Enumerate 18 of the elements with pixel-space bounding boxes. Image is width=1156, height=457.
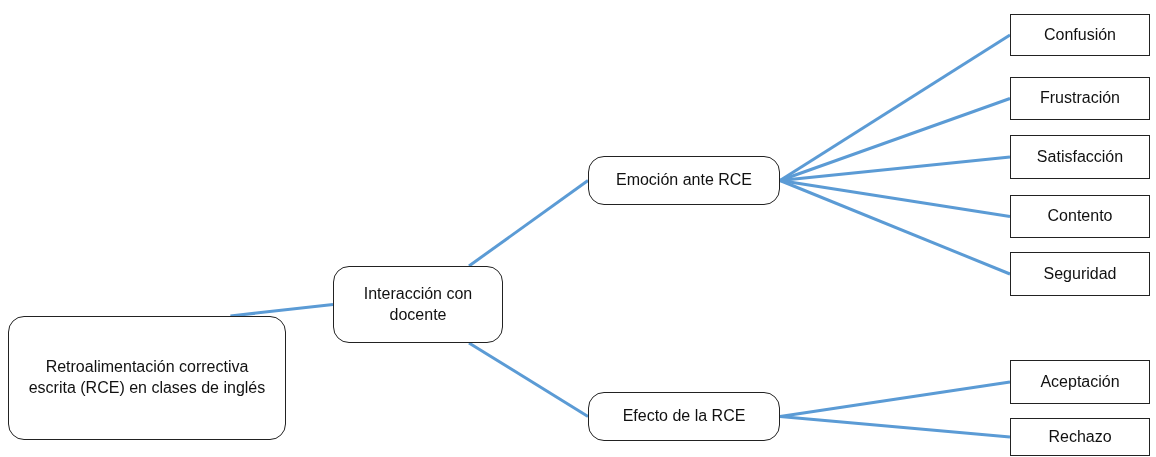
category-box: Confusión <box>1010 14 1150 56</box>
topic-box: Retroalimentación correctiva escrita (RCE) en clases de inglés <box>8 316 286 440</box>
connector-line <box>230 303 334 318</box>
category-box: Rechazo <box>1010 418 1150 456</box>
connector-line <box>779 179 1011 218</box>
connector-line <box>779 33 1011 182</box>
connector-line <box>779 179 1011 276</box>
connector-line <box>468 179 589 268</box>
topic-box: Interacción con docente <box>333 266 503 343</box>
connector-line <box>468 341 589 418</box>
category-box: Frustración <box>1010 77 1150 120</box>
topic-box: Efecto de la RCE <box>588 392 780 441</box>
topic-box: Emoción ante RCE <box>588 156 780 205</box>
category-box: Satisfacción <box>1010 135 1150 179</box>
category-box: Seguridad <box>1010 252 1150 296</box>
category-box: Aceptación <box>1010 360 1150 404</box>
connector-line <box>779 415 1011 439</box>
category-box: Contento <box>1010 195 1150 238</box>
